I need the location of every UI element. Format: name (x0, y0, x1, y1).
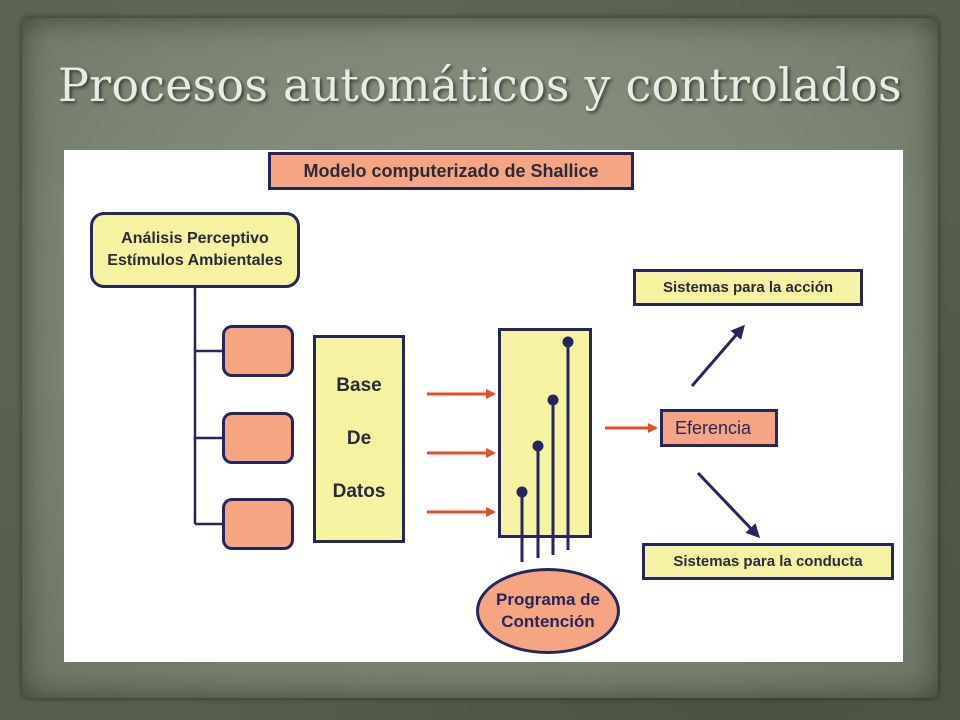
model-title-box: Modelo computerizado de Shallice (268, 152, 634, 190)
arrow-to-conduct (696, 471, 761, 539)
perceptive-line-1: Análisis Perceptivo (121, 230, 269, 247)
action-systems-box: Sistemas para la acción (633, 269, 863, 306)
process-box-2 (222, 412, 294, 464)
database-line-2: De (346, 427, 372, 449)
database-box: Base De Datos (313, 335, 405, 543)
efference-box: Eferencia (660, 409, 778, 447)
perceptive-line-2: Estímulos Ambientales (107, 252, 283, 269)
database-line-3: Datos (332, 480, 386, 502)
arrow-to-action (690, 324, 745, 387)
process-box-1 (222, 325, 294, 377)
slide-title: Procesos automáticos y controlados (58, 58, 902, 112)
conduct-systems-box: Sistemas para la conducta (642, 543, 894, 580)
tree-connector (193, 288, 222, 526)
contention-line-2: Contención (501, 612, 595, 631)
database-line-1: Base (336, 375, 382, 397)
diagram-canvas: Modelo computerizado de Shallice Análisi… (64, 150, 903, 662)
process-box-3 (222, 498, 294, 550)
contention-line-1: Programa de (496, 590, 600, 609)
input-arrows (427, 389, 496, 517)
connector-layer (193, 288, 761, 539)
contention-program-ellipse: Programa de Contención (476, 568, 620, 654)
perceptive-analysis-box: Análisis Perceptivo Estímulos Ambientale… (90, 212, 300, 288)
schema-column-box (498, 328, 592, 538)
